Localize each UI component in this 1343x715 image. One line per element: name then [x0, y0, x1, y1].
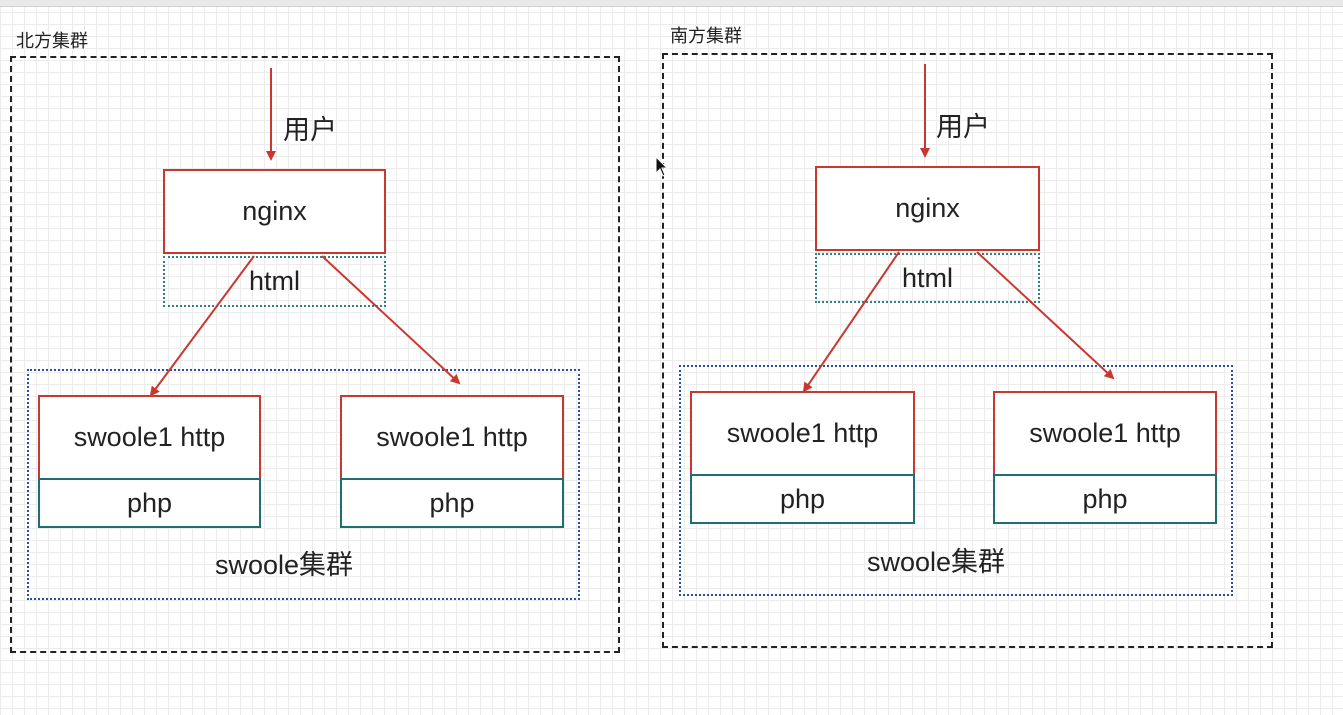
south-node-1-php: php	[690, 474, 915, 524]
south-node-2-http-label: swoole1 http	[1029, 418, 1181, 448]
south-user-label: 用户	[936, 112, 990, 142]
south-node-2-http: swoole1 http	[993, 391, 1217, 476]
north-cluster-title: 北方集群	[16, 31, 88, 51]
north-node-1-php-label: php	[126, 487, 173, 518]
north-node-2-php-label: php	[429, 487, 475, 518]
north-nginx-label: nginx	[242, 196, 307, 226]
south-nginx-label: nginx	[895, 193, 960, 223]
north-cluster-frame	[10, 56, 620, 653]
mouse-cursor-icon	[655, 156, 669, 177]
south-node-2-php: php	[993, 474, 1217, 524]
north-node-2-php: php	[340, 478, 564, 528]
north-nginx-box: nginx	[163, 169, 386, 254]
north-html-label: html	[248, 266, 300, 296]
south-arrow-to-node-2	[976, 251, 1115, 380]
north-swoole-cluster-frame	[27, 369, 580, 600]
north-swoole-cluster-label: swoole集群	[215, 550, 354, 580]
north-node-1-php: php	[38, 478, 261, 528]
north-node-2-http-label: swoole1 http	[376, 422, 528, 452]
south-html-label: html	[901, 262, 953, 293]
south-node-2-php-label: php	[1082, 483, 1128, 514]
south-node-1-http: swoole1 http	[690, 391, 915, 476]
north-node-1-http-label: swoole1 http	[73, 422, 226, 452]
south-cluster-title: 南方集群	[670, 26, 742, 46]
south-nginx-box: nginx	[815, 166, 1040, 251]
north-user-label: 用户	[283, 115, 337, 145]
south-swoole-cluster-label: swoole集群	[867, 547, 1006, 577]
south-arrow-to-node-1	[802, 251, 900, 393]
south-html-box: html	[815, 253, 1040, 303]
top-toolbar-strip	[0, 0, 1343, 7]
south-node-1-php-label: php	[779, 483, 826, 514]
north-arrow-to-node-1	[149, 255, 255, 397]
south-node-1-http-label: swoole1 http	[726, 418, 879, 448]
north-html-box: html	[163, 256, 386, 307]
north-arrow-to-node-2	[321, 255, 461, 385]
south-cluster-frame	[662, 53, 1273, 648]
north-node-1-http: swoole1 http	[38, 395, 261, 480]
north-node-2-http: swoole1 http	[340, 395, 564, 480]
south-swoole-cluster-frame	[679, 365, 1233, 596]
